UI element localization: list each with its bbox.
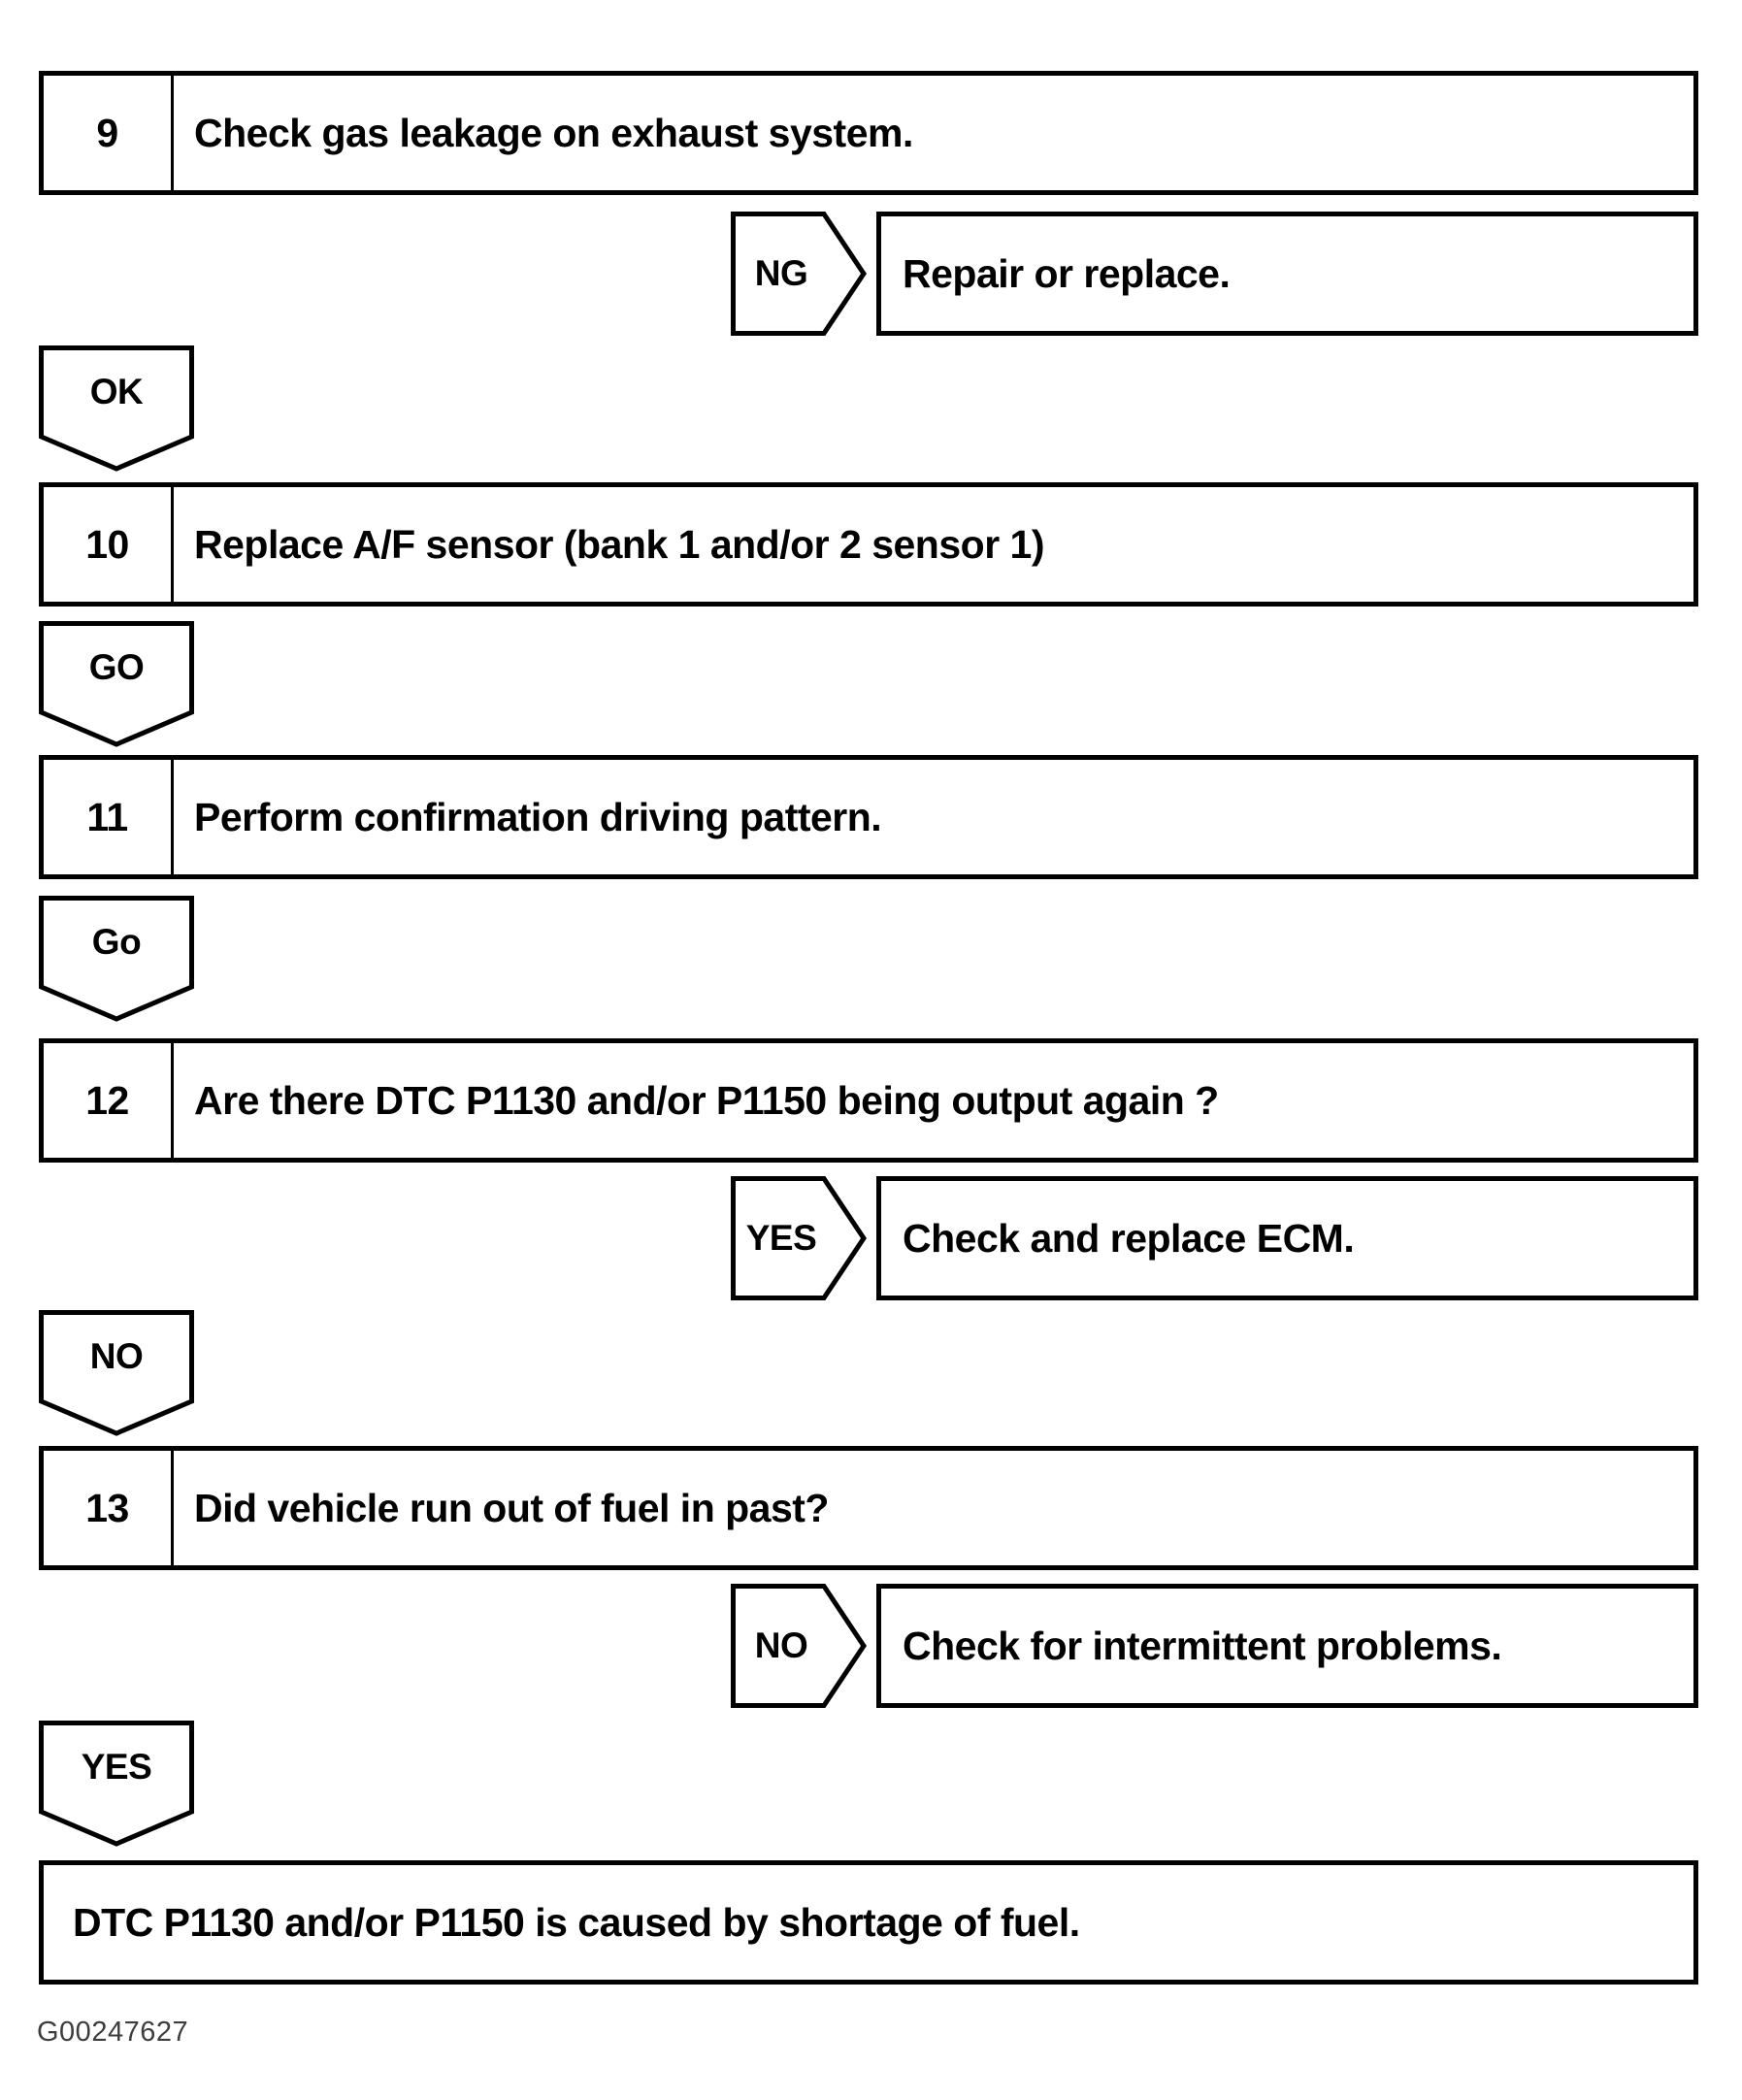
pentagon-right-icon (731, 212, 867, 336)
step-9-box: 9 Check gas leakage on exhaust system. (39, 71, 1698, 195)
step-11-text: Perform confirmation driving pattern. (194, 794, 882, 839)
connector-no-label: NO (89, 1336, 144, 1376)
step-10-box: 10 Replace A/F sensor (bank 1 and/or 2 s… (39, 482, 1698, 607)
result-repair-or-replace: Repair or replace. (876, 212, 1698, 336)
step-12-text: Are there DTC P1130 and/or P1150 being o… (194, 1077, 1219, 1123)
connector-yes: YES (39, 1721, 194, 1847)
figure-code: G00247627 (37, 2017, 189, 2048)
result-check-intermittent: Check for intermittent problems. (876, 1584, 1698, 1708)
connector-go-label: GO (88, 647, 145, 687)
conclusion-box: DTC P1130 and/or P1150 is caused by shor… (39, 1860, 1698, 1985)
pentagon-down-icon (39, 1721, 194, 1847)
step-10-number: 10 (44, 487, 174, 602)
step-9-number: 9 (44, 76, 174, 190)
branch-no-arrow: NO (731, 1584, 867, 1708)
step-13-number: 13 (44, 1451, 174, 1565)
connector-ok: OK (39, 345, 194, 472)
connector-ok-label: OK (89, 372, 144, 411)
branch-yes-label: YES (745, 1218, 817, 1258)
pentagon-down-icon (39, 896, 194, 1022)
pentagon-down-icon (39, 1310, 194, 1436)
branch-ng-arrow: NG (731, 212, 867, 336)
branch-no-label: NO (754, 1625, 808, 1665)
connector-go: GO (39, 621, 194, 747)
pentagon-right-icon (731, 1584, 867, 1708)
pentagon-right-icon (731, 1176, 867, 1300)
pentagon-down-icon (39, 345, 194, 472)
step-9-text: Check gas leakage on exhaust system. (194, 110, 913, 155)
branch-ng-label: NG (754, 253, 808, 293)
connector-go2: Go (39, 896, 194, 1022)
pentagon-down-icon (39, 621, 194, 747)
connector-go2-label: Go (91, 922, 142, 962)
result-check-replace-ecm: Check and replace ECM. (876, 1176, 1698, 1300)
step-13-box: 13 Did vehicle run out of fuel in past? (39, 1446, 1698, 1570)
step-10-text: Replace A/F sensor (bank 1 and/or 2 sens… (194, 521, 1045, 567)
step-12-number: 12 (44, 1043, 174, 1158)
branch-yes-arrow: YES (731, 1176, 867, 1300)
step-12-box: 12 Are there DTC P1130 and/or P1150 bein… (39, 1038, 1698, 1163)
connector-no: NO (39, 1310, 194, 1436)
step-11-box: 11 Perform confirmation driving pattern. (39, 755, 1698, 879)
step-11-number: 11 (44, 760, 174, 874)
step-13-text: Did vehicle run out of fuel in past? (194, 1485, 829, 1530)
connector-yes-label: YES (81, 1747, 152, 1787)
